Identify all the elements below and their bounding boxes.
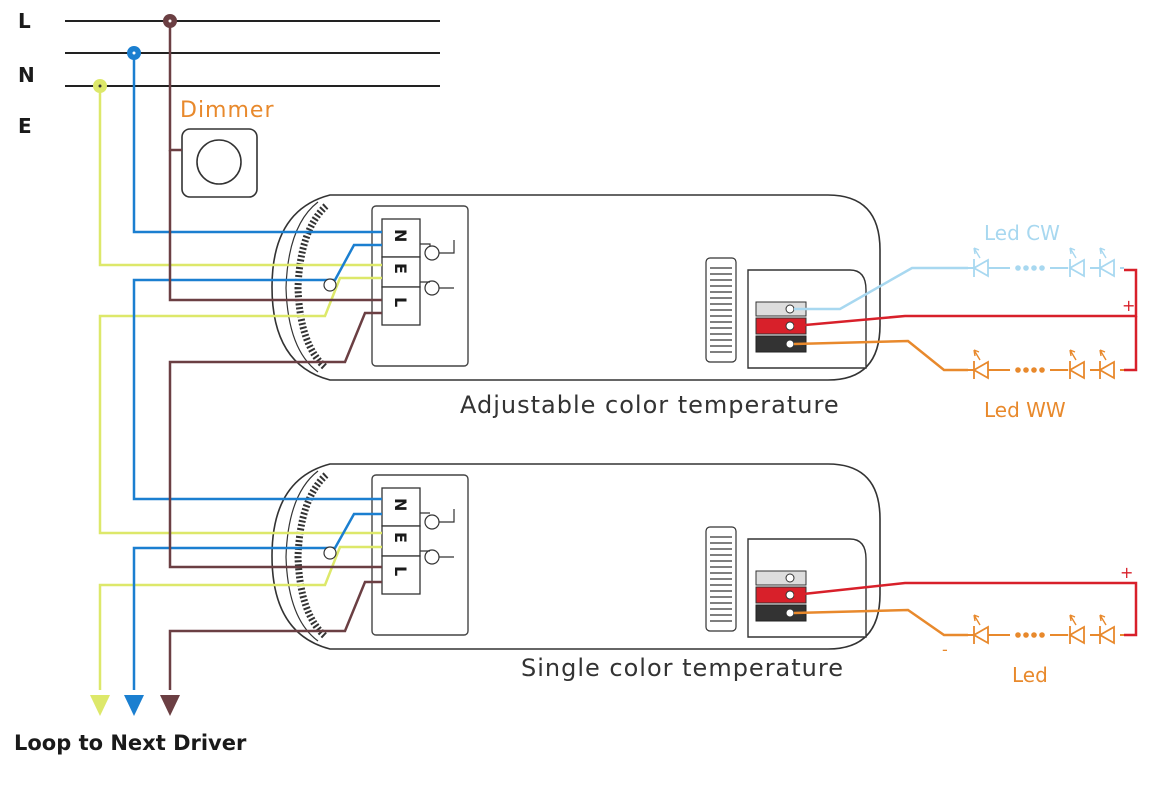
led-single-string: Led [968,614,1124,687]
output-pins [785,304,795,618]
driver-2-housing [271,463,881,650]
arrow-down-icon [90,695,110,716]
dimmer-label: Dimmer [180,98,275,123]
led-diode-icon [972,360,1115,380]
led-cw-string: Led CW [968,221,1124,278]
live-wires [168,21,382,690]
earth-wires [98,86,382,690]
led-diode-icon [972,258,1115,278]
polarity-minus: - [942,640,948,659]
neutral-wires [132,53,382,690]
led-diode-icon [972,625,1115,645]
dimmer: Dimmer [180,98,275,198]
polarity-plus: + [1120,563,1133,582]
polarity-plus: + [1122,296,1135,315]
loop-label: Loop to Next Driver [14,731,247,755]
led-ww-string: Led WW [968,349,1124,422]
driver-1-output-wires [793,266,1138,372]
driver-2-caption: Single color temperature [521,654,844,682]
led-cw-label: Led CW [984,221,1060,245]
driver-1-caption: Adjustable color temperature [460,391,840,419]
label-n: N [18,63,35,87]
terminal-label-l: L [391,297,410,307]
arrow-down-icon [160,695,180,716]
terminal-label-e: E [391,263,410,274]
driver-1-housing [271,194,881,381]
terminal-label-e: E [391,532,410,543]
driver-2-output-wires [793,581,1138,637]
label-l: L [18,9,31,33]
terminal-label-l: L [391,566,410,576]
junction-dots [93,14,337,560]
terminal-label-n: N [391,229,410,242]
terminal-label-n: N [391,498,410,511]
loop-arrows [90,695,180,716]
dimmer-knob-icon [196,139,242,185]
driver-1-terminals: N E L [381,218,455,326]
led-label: Led [1012,663,1048,687]
arrow-down-icon [124,695,144,716]
led-ww-label: Led WW [984,398,1066,422]
driver-2-terminals: N E L [381,487,455,595]
label-e: E [18,114,32,138]
